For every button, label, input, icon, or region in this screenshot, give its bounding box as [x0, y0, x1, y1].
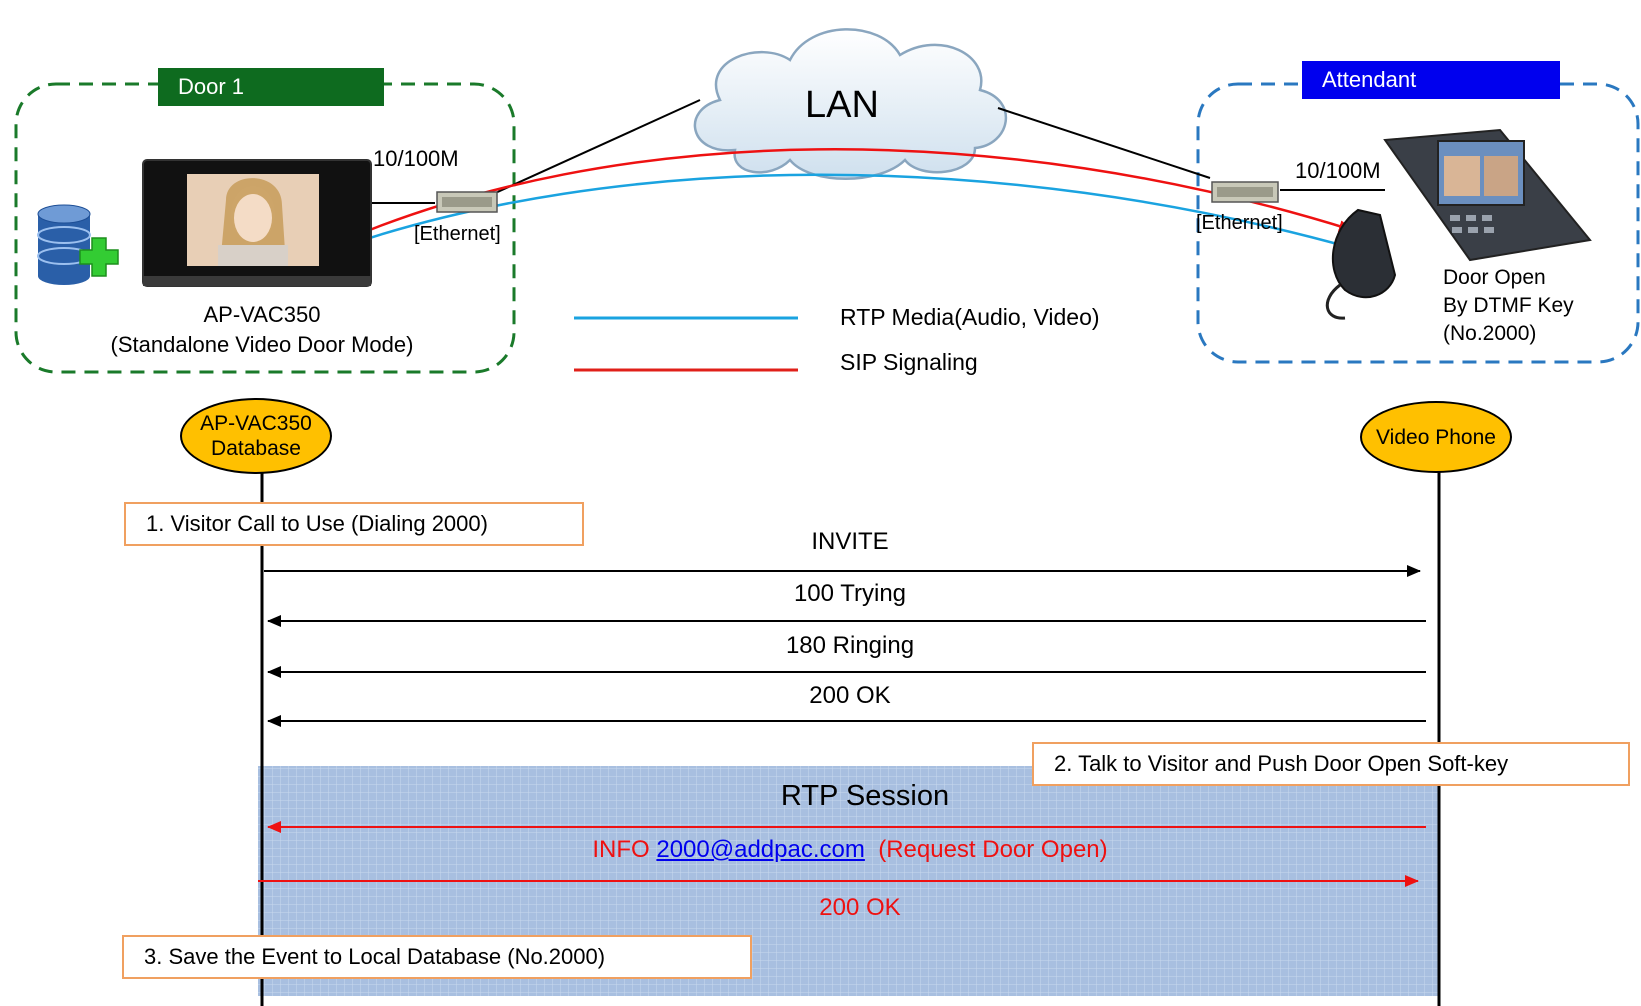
phone-ethernet-label: [Ethernet] — [1196, 212, 1283, 234]
right-actor-oval: Video Phone — [1360, 401, 1512, 473]
database-icon — [37, 204, 119, 285]
note-visitor-call: 1. Visitor Call to Use (Dialing 2000) — [124, 502, 584, 546]
phone-caption-line2: By DTMF Key — [1443, 294, 1574, 317]
attendant-zone-border — [1196, 82, 1640, 364]
phone-caption-line3: (No.2000) — [1443, 322, 1537, 345]
info-message: INFO 2000@addpac.com (Request Door Open) — [430, 836, 1270, 864]
info-sip-uri-link[interactable]: 2000@addpac.com — [656, 836, 865, 863]
ethernet-switch-icon-attendant — [1211, 181, 1279, 203]
door-device-name: AP-VAC350 — [203, 302, 321, 327]
video-phone-device-icon — [1325, 128, 1592, 320]
door-ethernet-label: [Ethernet] — [414, 223, 501, 245]
door-speed-label: 10/100M — [373, 146, 459, 171]
msg-ok-label: 200 OK — [809, 682, 891, 709]
msg-ringing-label: 180 Ringing — [785, 632, 915, 659]
rtp-ok-label: 200 OK — [819, 894, 901, 921]
left-actor-line1: AP-VAC350 — [200, 412, 312, 435]
phone-caption-line1: Door Open — [1443, 266, 1546, 289]
right-actor-line1: Video Phone — [1376, 425, 1496, 449]
note-talk-visitor: 2. Talk to Visitor and Push Door Open So… — [1032, 742, 1630, 786]
lan-label: LAN — [805, 84, 879, 126]
door-station-device-icon — [142, 159, 372, 287]
lan-cloud-icon — [693, 28, 1008, 180]
legend-sip-label: SIP Signaling — [840, 349, 978, 375]
msg-invite-label: INVITE — [811, 528, 889, 555]
ethernet-switch-icon-door — [436, 191, 498, 213]
info-suffix: (Request Door Open) — [864, 836, 1108, 863]
door-zone-title: Door 1 — [158, 68, 384, 106]
msg-trying-label: 100 Trying — [793, 580, 907, 607]
door-device-mode: (Standalone Video Door Mode) — [110, 332, 414, 357]
left-actor-oval: AP-VAC350 Database — [180, 398, 332, 474]
attendant-zone-title: Attendant — [1302, 61, 1560, 99]
phone-speed-label: 10/100M — [1295, 158, 1381, 183]
info-prefix: INFO — [592, 836, 657, 863]
left-actor-line2: Database — [211, 437, 301, 460]
rtp-session-title: RTP Session — [780, 780, 950, 812]
note-save-event: 3. Save the Event to Local Database (No.… — [122, 935, 752, 979]
legend-rtp-label: RTP Media(Audio, Video) — [840, 304, 1100, 330]
